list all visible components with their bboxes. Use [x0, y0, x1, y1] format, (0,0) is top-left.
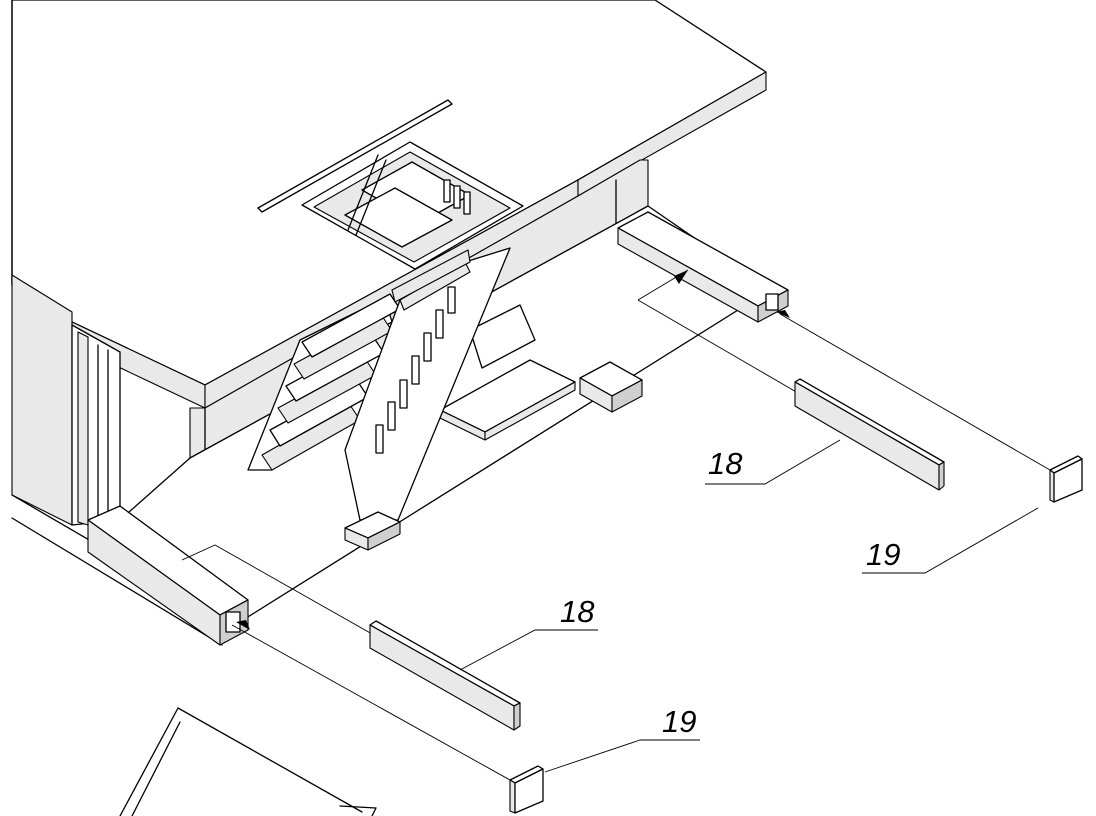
left-foundation-beam: [87, 505, 249, 646]
part-19-right: [1049, 455, 1083, 503]
stair-landing: [439, 304, 576, 441]
stair-stringer: [344, 247, 511, 521]
left-walls: [11, 274, 121, 526]
label-19-left: 19: [662, 704, 696, 739]
part-18-left: [369, 620, 521, 731]
top-handrail: [257, 99, 453, 213]
label-18-left: 18: [560, 594, 595, 629]
partial-lower-view: [119, 707, 377, 816]
stair-opening: [301, 141, 524, 270]
staircase: [247, 293, 401, 471]
stair-base-block: [344, 511, 401, 551]
callout-19-right: 19: [862, 507, 1039, 574]
part-19-left: [509, 765, 544, 814]
right-foundation-beam: [617, 211, 789, 323]
callout-18-left: 18: [459, 594, 598, 671]
floor-block: [579, 361, 643, 413]
label-18-right: 18: [708, 446, 743, 481]
callout-19-left: 19: [544, 704, 700, 773]
part-18-right: [794, 378, 945, 491]
label-19-right: 19: [866, 537, 900, 572]
callout-18-right: 18: [705, 439, 841, 485]
